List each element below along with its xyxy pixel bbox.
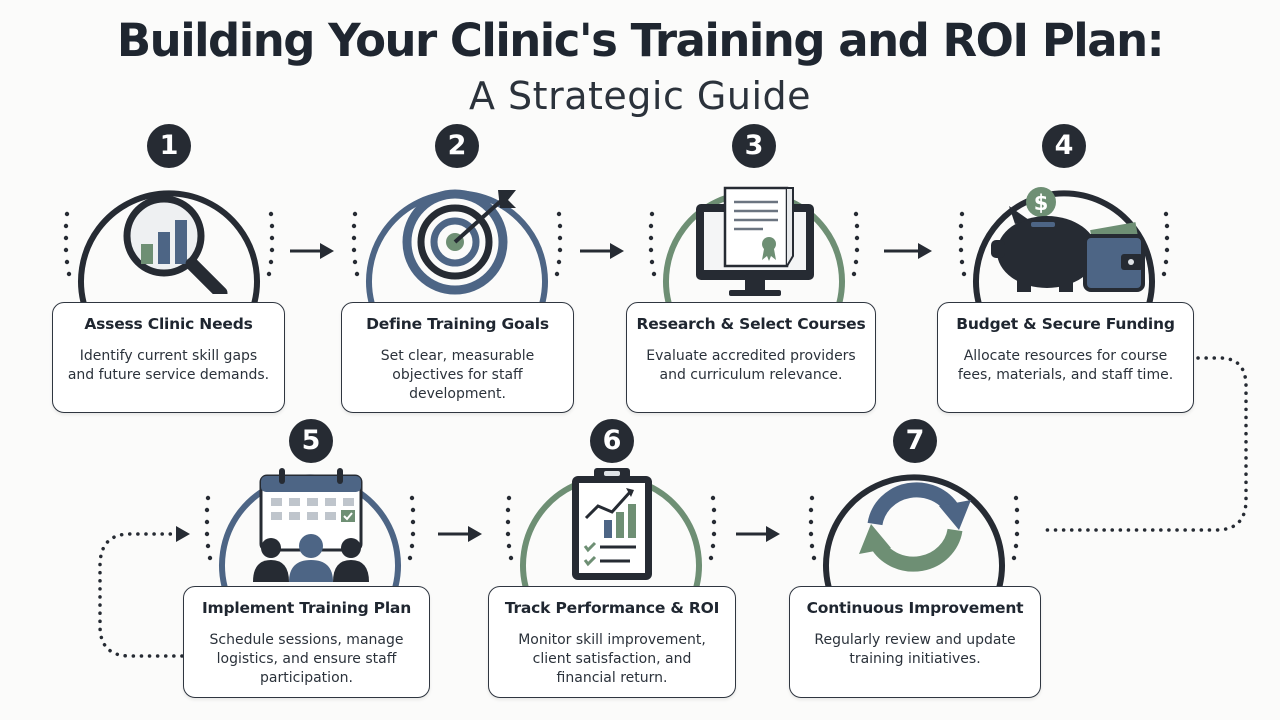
step-5-title: Implement Training Plan: [201, 599, 412, 617]
step-6: [502, 406, 722, 586]
calendar-team-icon: [253, 468, 369, 582]
step-4-number-badge: 4: [1042, 124, 1086, 168]
cycle-arrows-icon: [859, 482, 971, 572]
step-5-description: Schedule sessions, manage logistics, and…: [209, 632, 404, 686]
step-4: $: [955, 122, 1175, 302]
step-7-description: Regularly review and update training ini…: [814, 632, 1016, 667]
step-1: [60, 122, 280, 302]
step-7: [805, 406, 1025, 586]
step-2-description: Set clear, measurable objectives for sta…: [380, 348, 535, 402]
step-4-ring: [958, 190, 1170, 302]
step-2-title: Define Training Goals: [366, 315, 549, 333]
step-2-number-badge: 2: [435, 124, 479, 168]
step-7-number-badge: 7: [893, 419, 937, 463]
page-subtitle: A Strategic Guide: [468, 74, 812, 118]
step-3: [645, 122, 865, 302]
step-7-title: Continuous Improvement: [806, 599, 1024, 617]
step-4-card: Budget & Secure Funding Allocate resourc…: [937, 302, 1194, 413]
step-7-card: Continuous Improvement Regularly review …: [789, 586, 1041, 698]
step-1-ring: [63, 190, 275, 302]
step-3-card: Research & Select Courses Evaluate accre…: [626, 302, 876, 413]
dotted-entry-path: [98, 532, 184, 658]
step-5-card: Implement Training Plan Schedule session…: [183, 586, 430, 698]
step-3-title: Research & Select Courses: [636, 315, 866, 333]
clipboard-chart-icon: [572, 468, 652, 580]
piggy-bank-wallet-icon: $: [991, 187, 1145, 292]
arrow-1-2: [290, 243, 334, 259]
step-2-card: Define Training Goals Set clear, measura…: [341, 302, 574, 413]
step-1-description: Identify current skill gaps and future s…: [67, 348, 270, 383]
step-5-number-badge: 5: [289, 419, 333, 463]
step-1-number-badge: 1: [147, 124, 191, 168]
step-3-description: Evaluate accredited providers and curric…: [646, 348, 856, 383]
monitor-certificate-icon: [696, 186, 814, 296]
step-6-title: Track Performance & ROI: [504, 599, 720, 617]
step-6-card: Track Performance & ROI Monitor skill im…: [488, 586, 736, 698]
step-6-number-badge: 6: [590, 419, 634, 463]
dotted-accents: [63, 211, 275, 277]
step-6-description: Monitor skill improvement, client satisf…: [518, 632, 706, 686]
step-3-number-badge: 3: [732, 124, 776, 168]
dotted-return-path: [1038, 356, 1248, 532]
step-1-title: Assess Clinic Needs: [84, 315, 253, 333]
arrow-3-4: [884, 243, 932, 259]
arrow-2-3: [580, 243, 624, 259]
page-title: Building Your Clinic's Training and ROI …: [116, 14, 1165, 67]
step-5: [201, 406, 421, 586]
step-4-title: Budget & Secure Funding: [956, 315, 1175, 333]
magnifier-bar-chart-icon: [123, 195, 228, 294]
step-4-description: Allocate resources for course fees, mate…: [957, 348, 1174, 383]
step-1-card: Assess Clinic Needs Identify current ski…: [52, 302, 285, 413]
target-arrow-icon: [402, 189, 516, 295]
step-2: [348, 122, 568, 302]
step-7-ring: [808, 474, 1020, 586]
arrow-6-7: [736, 526, 780, 542]
arrow-5-6: [438, 526, 482, 542]
svg-text:$: $: [1034, 191, 1049, 215]
